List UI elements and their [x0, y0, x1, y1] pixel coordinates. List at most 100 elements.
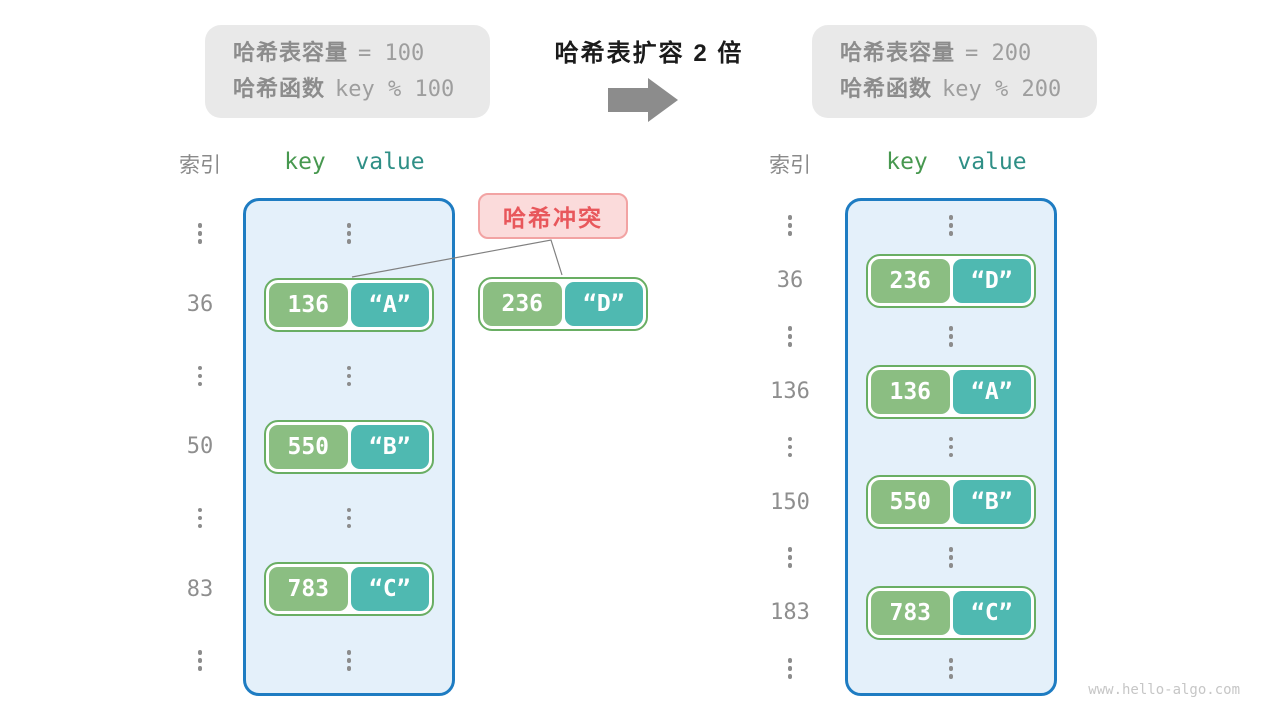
- left-value-header: value: [355, 149, 425, 175]
- ellipsis-dots-icon: [346, 507, 352, 529]
- key-box: 136: [871, 369, 950, 414]
- table-row: [845, 419, 1057, 474]
- key-text: 136: [287, 291, 330, 318]
- ellipsis-dots-icon: [948, 658, 954, 679]
- table-row: [845, 641, 1057, 696]
- key-box: 550: [871, 480, 950, 525]
- ellipsis-dots-icon: [948, 215, 954, 236]
- expand-caption: 哈希表扩容 2 倍: [554, 40, 744, 67]
- table-row: [158, 483, 242, 554]
- capacity-line: 哈希表容量 = 200: [840, 40, 1097, 67]
- value-text: “B”: [368, 433, 411, 460]
- value-box: “C”: [350, 567, 429, 612]
- key-box: 783: [269, 567, 348, 612]
- key-box: 236: [871, 258, 950, 303]
- table-row: [845, 309, 1057, 364]
- index-label: 136: [770, 379, 810, 405]
- capacity-label: 哈希表容量: [233, 40, 349, 65]
- table-row: [158, 340, 242, 411]
- value-box: “D”: [564, 282, 643, 326]
- table-row: 136 “A”: [845, 364, 1057, 419]
- right-index-column: 36 136 150 183: [748, 198, 832, 696]
- table-row: 136: [748, 364, 832, 419]
- left-index-header: 索引: [179, 154, 221, 177]
- table-row: 183: [748, 585, 832, 640]
- key-text: 550: [889, 489, 932, 516]
- key-text: 783: [889, 599, 932, 626]
- ellipsis-dots-icon: [787, 658, 793, 679]
- ellipsis-dots-icon: [948, 436, 954, 458]
- table-row: [158, 198, 242, 269]
- left-table-body: 136 “A” 550 “B” 783 “C”: [243, 198, 455, 696]
- value-box: “A”: [350, 282, 429, 327]
- collision-label: 哈希冲突: [478, 193, 628, 239]
- index-label: 36: [776, 268, 804, 294]
- ellipsis-dots-icon: [787, 215, 793, 236]
- kv-pair: 136 “A”: [866, 364, 1036, 419]
- ellipsis-dots-icon: [346, 650, 352, 671]
- table-row: [158, 625, 242, 696]
- ellipsis-dots-icon: [787, 326, 793, 347]
- capacity-label: 哈希表容量: [840, 40, 956, 65]
- value-text: “A”: [970, 378, 1013, 405]
- key-text: 136: [889, 378, 932, 405]
- value-box: “B”: [952, 480, 1031, 525]
- table-row: 783 “C”: [243, 554, 455, 625]
- external-pair-slot: 236 “D”: [478, 277, 648, 331]
- capacity-value: = 100: [358, 41, 425, 66]
- table-row: 136 “A”: [243, 269, 455, 340]
- value-text: “D”: [970, 267, 1013, 294]
- table-row: [243, 483, 455, 554]
- value-box: “A”: [952, 369, 1031, 414]
- right-value-header: value: [957, 149, 1027, 175]
- table-row: [748, 198, 832, 253]
- table-row: 550 “B”: [845, 475, 1057, 530]
- table-row: 236 “D”: [845, 253, 1057, 308]
- ellipsis-dots-icon: [197, 650, 203, 671]
- index-label: 183: [770, 600, 810, 626]
- key-text: 783: [287, 576, 330, 603]
- key-text: 236: [501, 291, 544, 317]
- kv-pair: 236 “D”: [866, 253, 1036, 308]
- table-row: [243, 198, 455, 269]
- table-row: 36: [748, 253, 832, 308]
- kv-pair: 783 “C”: [264, 562, 434, 617]
- table-row: [243, 340, 455, 411]
- table-row: [845, 198, 1057, 253]
- key-box: 550: [269, 424, 348, 469]
- value-text: “C”: [970, 599, 1013, 626]
- index-label: 50: [186, 434, 214, 460]
- ellipsis-dots-icon: [197, 507, 203, 529]
- right-key-header: key: [886, 149, 928, 175]
- ellipsis-dots-icon: [197, 365, 203, 387]
- index-label: 150: [770, 489, 810, 515]
- right-table-body: 236 “D” 136 “A” 550 “B” 783 “C”: [845, 198, 1057, 696]
- key-text: 236: [889, 267, 932, 294]
- right-index-header: 索引: [769, 154, 811, 177]
- left-key-header: key: [284, 149, 326, 175]
- table-row: [243, 625, 455, 696]
- kv-pair: 236 “D”: [478, 277, 648, 331]
- ellipsis-dots-icon: [948, 326, 954, 347]
- ellipsis-dots-icon: [787, 547, 793, 568]
- capacity-value: = 200: [965, 41, 1032, 66]
- kv-pair: 550 “B”: [264, 419, 434, 474]
- hash-function-value: key % 200: [942, 77, 1062, 102]
- table-row: 50: [158, 411, 242, 482]
- key-box: 236: [483, 282, 562, 326]
- watermark: www.hello-algo.com: [1088, 682, 1240, 698]
- table-row: [748, 641, 832, 696]
- hash-function-value: key % 100: [335, 77, 455, 102]
- value-text: “A”: [368, 291, 411, 318]
- table-row: 783 “C”: [845, 585, 1057, 640]
- table-row: 550 “B”: [243, 411, 455, 482]
- capacity-line: 哈希表容量 = 100: [233, 40, 490, 67]
- value-text: “C”: [368, 576, 411, 603]
- index-label: 36: [186, 292, 214, 318]
- value-text: “B”: [970, 489, 1013, 516]
- kv-pair: 136 “A”: [264, 277, 434, 332]
- kv-pair: 783 “C”: [866, 585, 1036, 640]
